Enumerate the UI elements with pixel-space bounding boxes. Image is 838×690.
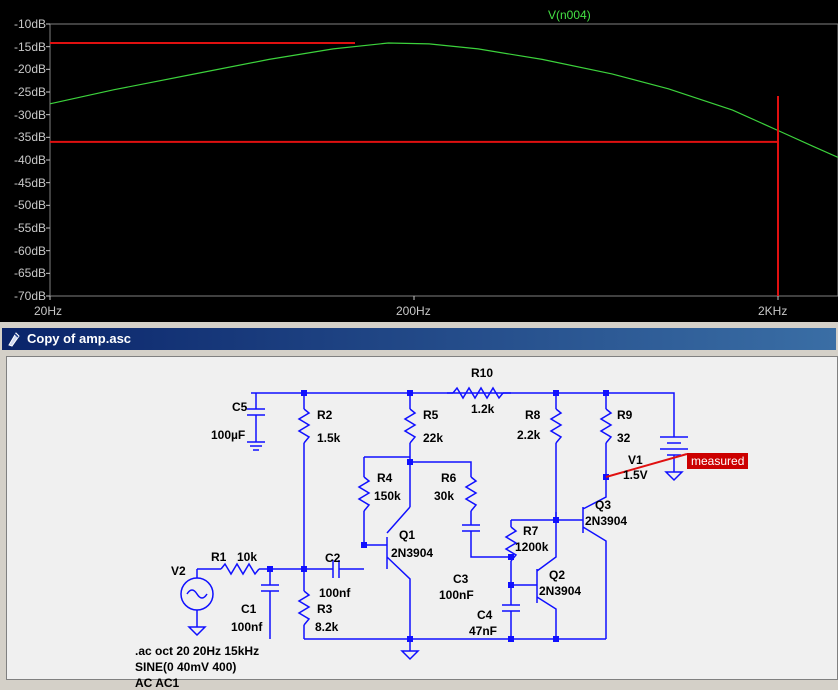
schematic-app-icon: [8, 332, 20, 347]
window-titlebar[interactable]: Copy of amp.asc: [2, 328, 836, 350]
schematic-window: Copy of amp.asc: [0, 326, 838, 690]
r9-name[interactable]: R9: [617, 408, 633, 422]
y-tick-label: -70dB: [13, 289, 46, 303]
v1-name[interactable]: V1: [628, 453, 643, 467]
r10-name[interactable]: R10: [471, 366, 494, 380]
y-tick-label: -15dB: [13, 39, 46, 54]
window-title: Copy of amp.asc: [27, 331, 132, 346]
trace-vn004: [49, 42, 838, 159]
r5-value[interactable]: 22k: [423, 431, 444, 445]
r9-value[interactable]: 32: [617, 431, 631, 445]
x-tick-2khz: 2KHz: [758, 304, 788, 318]
y-tick-label: -65dB: [13, 266, 46, 281]
r1-value[interactable]: 10k: [237, 550, 258, 564]
waveform-plot[interactable]: V(n004) -10dB -15dB -20dB -25dB -30dB -35dB -4…: [0, 0, 838, 322]
r10-value[interactable]: 1.2k: [471, 402, 495, 416]
v2-name[interactable]: V2: [171, 564, 186, 578]
schematic-drawing: [180, 386, 688, 661]
y-tick-label: -20dB: [13, 62, 46, 77]
c1-name[interactable]: C1: [241, 602, 257, 616]
c2-value[interactable]: 100nf: [319, 586, 351, 600]
q2-name[interactable]: Q2: [549, 568, 566, 582]
y-tick-label: -35dB: [13, 130, 46, 145]
c5-name[interactable]: C5: [232, 400, 248, 414]
r7-value[interactable]: 1200k: [515, 540, 549, 554]
y-tick-label: -40dB: [13, 153, 46, 167]
r8-value[interactable]: 2.2k: [517, 428, 541, 442]
c2-name[interactable]: C2: [325, 551, 341, 565]
r4-name[interactable]: R4: [377, 471, 393, 485]
c3-value[interactable]: 100nF: [439, 588, 474, 602]
c5-value[interactable]: 100µF: [211, 428, 246, 442]
measured-annotation[interactable]: measured: [687, 453, 749, 469]
c4-name[interactable]: C4: [477, 608, 493, 622]
y-tick-label: -25dB: [13, 85, 46, 99]
x-tick-200hz: 200Hz: [396, 304, 431, 318]
plot-area[interactable]: [0, 0, 838, 322]
c4-value[interactable]: 47nF: [469, 624, 498, 638]
r3-name[interactable]: R3: [317, 602, 333, 616]
r4-value[interactable]: 150k: [374, 489, 401, 503]
r6-value[interactable]: 30k: [434, 489, 455, 503]
y-tick-label: -10dB: [13, 17, 46, 31]
q2-value[interactable]: 2N3904: [539, 584, 582, 598]
q1-value[interactable]: 2N3904: [391, 546, 434, 560]
c1-value[interactable]: 100nf: [231, 620, 263, 634]
r3-value[interactable]: 8.2k: [315, 620, 339, 634]
v1-value[interactable]: 1.5V: [623, 468, 648, 482]
q3-value[interactable]: 2N3904: [585, 514, 628, 528]
q1-name[interactable]: Q1: [399, 528, 416, 542]
y-tick-label: -60dB: [13, 243, 46, 258]
plot-frame: [49, 23, 838, 297]
r2-value[interactable]: 1.5k: [317, 431, 341, 445]
x-tick-20hz: 20Hz: [34, 304, 63, 318]
pane-divider[interactable]: [0, 322, 838, 326]
y-tick-label: -50dB: [13, 198, 46, 213]
r6-name[interactable]: R6: [441, 471, 457, 485]
directive-acac1[interactable]: AC AC1: [135, 676, 180, 690]
c3-name[interactable]: C3: [453, 572, 469, 586]
directive-sine[interactable]: SINE(0 40mV 400): [135, 660, 237, 674]
r1-name[interactable]: R1: [211, 550, 227, 564]
directive-ac[interactable]: .ac oct 20 20Hz 15kHz: [135, 644, 260, 658]
y-tick-label: -45dB: [13, 175, 46, 190]
schematic-canvas[interactable]: C5 100µF R2 1.5k R5 22k R10 1.2k R8 2.2k…: [6, 356, 838, 690]
trace-label-vn004[interactable]: V(n004): [548, 8, 591, 22]
r7-name[interactable]: R7: [523, 524, 539, 538]
r5-name[interactable]: R5: [423, 408, 439, 422]
y-tick-label: -30dB: [13, 107, 46, 122]
q3-name[interactable]: Q3: [595, 498, 612, 512]
y-tick-label: -55dB: [13, 221, 46, 235]
r8-name[interactable]: R8: [525, 408, 541, 422]
measured-marker-line: [605, 453, 688, 478]
r2-name[interactable]: R2: [317, 408, 333, 422]
